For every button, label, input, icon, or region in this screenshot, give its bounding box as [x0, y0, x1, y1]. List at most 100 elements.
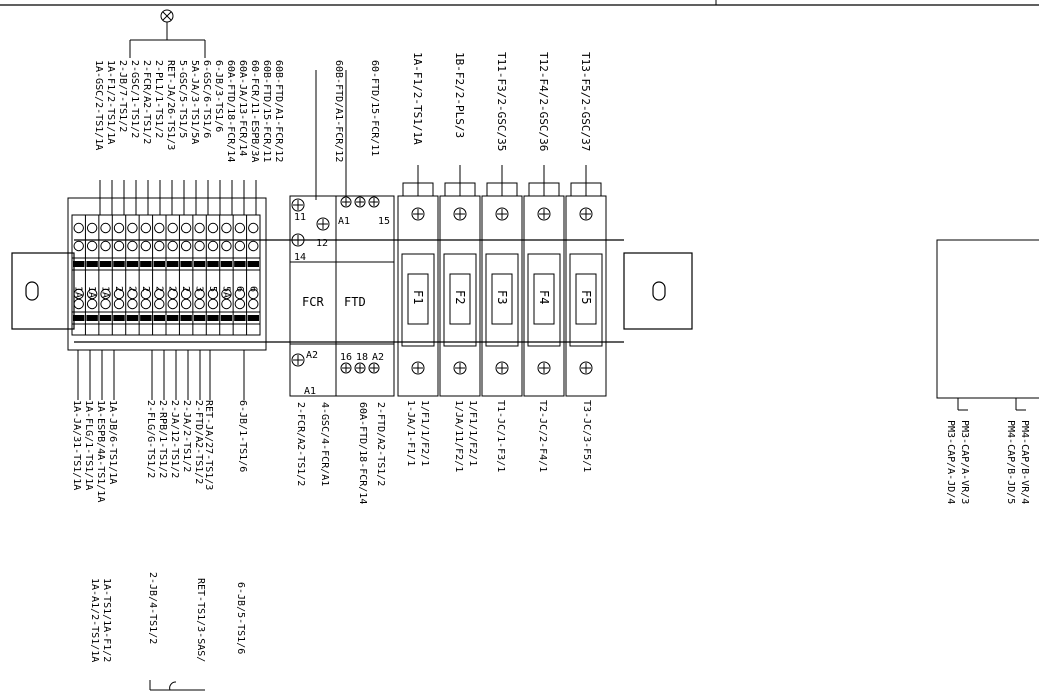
fuse-top-label: T13-F5/2-GSC/37 [579, 52, 592, 151]
screw-icon [316, 217, 330, 231]
bus-label: 60-FTD/15-FCR/11 [369, 60, 380, 156]
fuse-bottom-label: 1/F1/1/F2/1 [467, 400, 478, 466]
terminal-block [67, 197, 267, 351]
relay-bottom-label: 4-GSC/4-FCR/A1 [319, 402, 330, 486]
relay-terminal: A2 [372, 352, 384, 363]
fuse-top-label: 1B-F2/2-PLS/3 [453, 52, 466, 138]
fuse-bottom-label: T2-JC/2-F4/1 [537, 400, 548, 472]
bottom-label: RET-JA/27-TS1/3 [203, 400, 214, 490]
fuse-top-label: T11-F3/2-GSC/35 [495, 52, 508, 151]
screw-icon [291, 233, 305, 247]
fcr-label: FCR [302, 295, 324, 309]
bottom-label: 1A-ESPB/4A-TS1/1A [95, 400, 106, 502]
screw-icon [495, 361, 509, 375]
relay-terminal: A1 [304, 386, 316, 397]
fuse-top-label: T12-F4/2-GSC/36 [537, 52, 550, 151]
terminal-label: 1A [73, 286, 84, 298]
bottom-label: 2-JA/12-TS1/2 [169, 400, 180, 478]
relay-bottom-label: 2-FTD/A2-TS1/2 [375, 402, 386, 486]
bus-label: 60-FCR/11-ESPB/3A [249, 60, 260, 162]
bus-label: 60B-FTD/15-FCR/11 [261, 60, 272, 162]
relay-bottom-label: 2-FCR/A2-TS1/2 [295, 402, 306, 486]
top-fuse-labels: 1A-F1/2-TS1/1A 1B-F2/2-PLS/3 T11-F3/2-GSC/… [411, 52, 592, 196]
bus-label: 5-GSC/5-TS1/5 [177, 60, 188, 138]
fuse-bottom-label: 1/JA/11/F2/1 [453, 400, 464, 472]
bottom-label: 2-FTD/A2-TS1/2 [193, 400, 204, 484]
bus-label: 1A-F1/2-TS1/1A [105, 60, 116, 144]
terminal-label: 6 [234, 286, 245, 292]
terminal-label: 6 [247, 286, 258, 292]
ground-symbol [129, 9, 206, 58]
fuse-label: F5 [579, 290, 593, 304]
bottom-label-2: 6-JB/5-TS1/6 [235, 582, 246, 654]
screw-icon [354, 196, 366, 208]
right-panel [936, 239, 1039, 411]
bus-label: 5A-JA/3-TS1/5A [189, 60, 200, 144]
screw-icon [340, 362, 352, 374]
fuse-top-label: 1A-F1/2-TS1/1A [411, 52, 424, 145]
relay-terminal: A2 [306, 350, 318, 361]
right-label: PM4-CAP/B-VR/4 [1019, 420, 1030, 504]
right-label: PM3-CAP/A-VR/3 [959, 420, 970, 504]
screw-icon [291, 353, 305, 367]
terminal-label: 1A [100, 286, 111, 298]
bus-label: 60B-FTD/A1-FCR/12 [333, 60, 344, 162]
relay-terminal: 16 [340, 352, 352, 363]
bus-label: RET-JA/26-TS1/3 [165, 60, 176, 150]
fuse-label: F4 [537, 290, 551, 304]
bottom-label: 2-JA/2-TS1/2 [181, 400, 192, 472]
relay-terminal: 14 [294, 252, 306, 263]
right-label: PM4-CAP/B-JD/5 [1005, 420, 1016, 504]
bus-label: 2-PL1/1-TS1/2 [153, 60, 164, 138]
bottom-label: 1A-JA/31-TS1/1A [71, 400, 82, 490]
relay-terminal: 11 [294, 212, 306, 223]
relay-terminal: 15 [378, 216, 390, 227]
bus-label: 2-GSC/1-TS1/2 [129, 60, 140, 138]
bottom-label-2: RET-TS1/3-SAS/ [195, 578, 206, 662]
bottom-bracket [149, 680, 205, 691]
screw-icon [411, 207, 425, 221]
bus-label: 6-JB/3-TS1/6 [213, 60, 224, 132]
fuse-bottom-label: T3-JC/3-F5/1 [581, 400, 592, 472]
relay-terminal: 12 [316, 238, 328, 249]
fuse-bottom-label: 1-JA/1-F1/1 [405, 400, 416, 466]
terminal-label: 1A [86, 286, 97, 298]
fuse-bottom-label: 1/F1/1/F2/1 [419, 400, 430, 466]
relay-terminal: A1 [338, 216, 350, 227]
relay-terminal-labels: 11 12 14 A1 15 A2 A1 16 18 A2 [294, 212, 390, 397]
fuse-bottom-label: T1-JC/1-F3/1 [495, 400, 506, 472]
screw-icon [453, 207, 467, 221]
fuse-label: F3 [495, 290, 509, 304]
screw-icon [368, 362, 380, 374]
bottom-label-2: 1A-TS1/1A-F1/2 [101, 578, 112, 662]
relay-group [289, 195, 395, 397]
bottom-label: 2-FLG/G-TS1/2 [145, 400, 156, 478]
bus-label: 1A-GSC/2-TS1/1A [93, 60, 104, 150]
terminal-label: 2 [113, 286, 124, 292]
terminal-label: 2 [180, 286, 191, 292]
screw-icon [537, 207, 551, 221]
bus-label: 60B-FTD/A1-FCR/12 [273, 60, 284, 162]
bottom-label-2: 1A-A1/2-TS1/1A [89, 578, 100, 662]
screw-icon [453, 361, 467, 375]
terminal-label: 2 [126, 286, 137, 292]
terminal-label: 2 [167, 286, 178, 292]
ftd-label: FTD [344, 295, 366, 309]
terminal-label: 5 [207, 286, 218, 292]
screw-icon [495, 207, 509, 221]
bottom-label: 6-JB/1-TS1/6 [237, 400, 248, 472]
right-label: PM3-CAP/A-JD/4 [945, 420, 956, 504]
fuse-label: F2 [453, 290, 467, 304]
screw-icon [579, 207, 593, 221]
screw-icon [411, 361, 425, 375]
bottom-label: 2-RPB/1-TS1/2 [157, 400, 168, 478]
bus-label: 2-FCR/A2-TS1/2 [141, 60, 152, 144]
screw-icon [579, 361, 593, 375]
terminal-label: 2 [140, 286, 151, 292]
